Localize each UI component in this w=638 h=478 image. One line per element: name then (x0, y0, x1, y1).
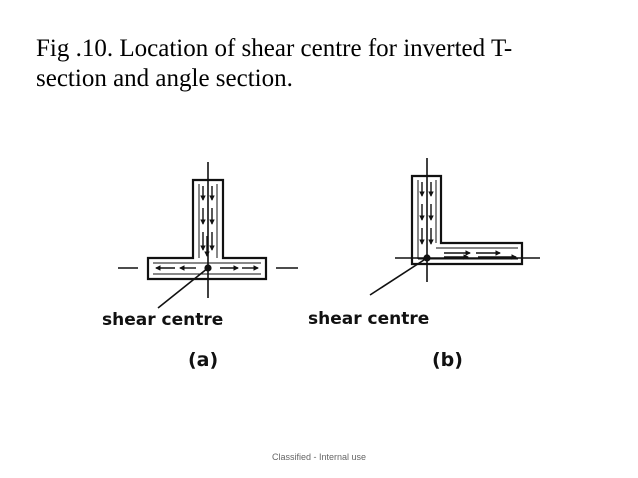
shear-centre-point-b (423, 254, 431, 262)
caption-b: (b) (432, 349, 463, 371)
shear-centre-label-a: shear centre (102, 310, 223, 330)
shear-centre-label-b: shear centre (308, 309, 429, 329)
title-line-2: section and angle section. (36, 65, 293, 92)
axes-a (118, 162, 298, 309)
caption-a: (a) (188, 349, 218, 371)
shear-flow-arrows-b (419, 182, 517, 260)
classification-footer: Classified - Internal use (271, 452, 367, 462)
title-line-1: Fig .10. Location of shear centre for in… (36, 35, 513, 62)
shear-centre-point-a (204, 264, 212, 272)
axes-b (369, 158, 540, 296)
angle-section (410, 174, 524, 266)
shear-flow-arrows-a (155, 186, 259, 271)
slide-title: Fig .10. Location of shear centre for in… (36, 34, 596, 94)
inverted-t-section (146, 178, 268, 281)
